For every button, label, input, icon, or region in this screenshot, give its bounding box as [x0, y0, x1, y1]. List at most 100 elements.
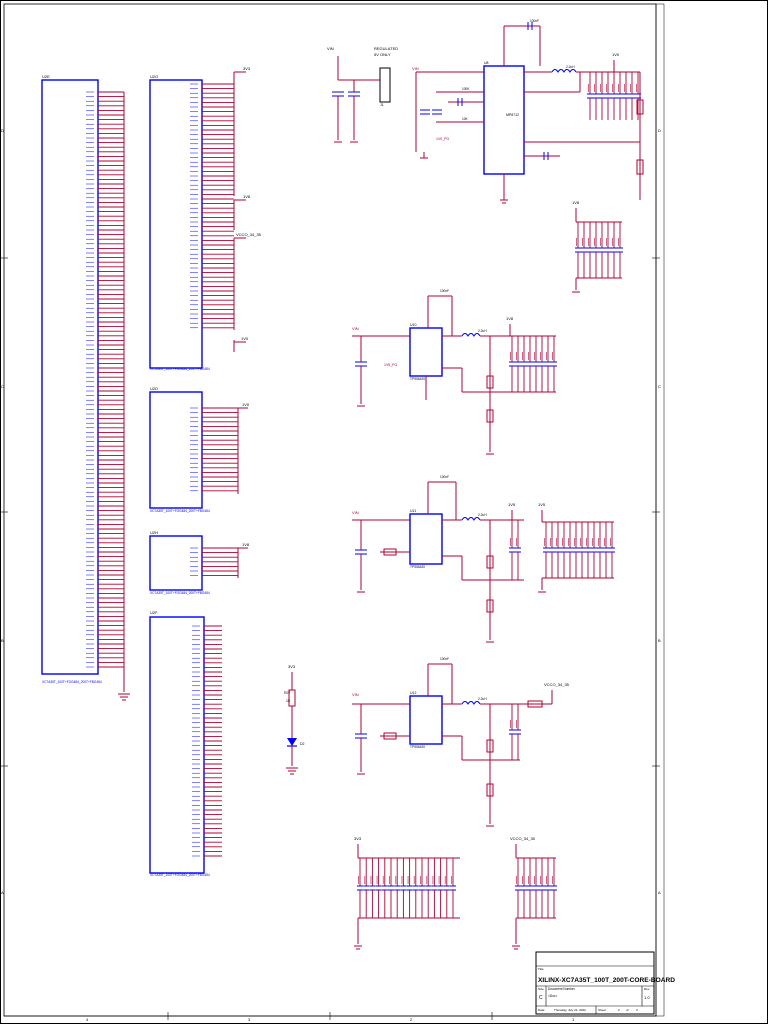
svg-text:B: B — [658, 638, 661, 643]
decoupling-capacitor — [443, 858, 450, 918]
decoupling-capacitor — [609, 522, 615, 578]
vcco-net-3v3: 3V3 — [243, 66, 251, 71]
decoupling-capacitor — [605, 222, 611, 278]
nc-bank-ref: U2F — [150, 610, 158, 615]
sheet-label: Sheet — [598, 1008, 606, 1012]
output-capacitor — [587, 72, 593, 120]
decoupling-bank-3v3: 3V3 — [354, 836, 460, 950]
regulator-2-circuit: VIN U11 TPS56420 100nF 2.2uH 1V5 — [352, 475, 524, 643]
decoupling-capacitor — [593, 222, 599, 278]
reg2-in-net: VIN — [352, 510, 359, 515]
gnd-bank-ref: U2E — [42, 74, 50, 79]
fpga-vcco-bank: U2G 3V3 1V8 VCCO_34_35 1V0 XC7A35T_100T+… — [149, 66, 262, 371]
svg-text:A: A — [658, 890, 661, 895]
decoupling-capacitor — [575, 222, 581, 278]
vcco-net-1v8: 1V8 — [243, 194, 251, 199]
reg3-in-net: VIN — [352, 692, 359, 697]
of-label: of — [626, 1008, 629, 1012]
title-text: XILINX-XC7A35T_100T_200T-CORE-BOARD — [538, 977, 675, 984]
output-capacitor — [599, 72, 605, 120]
fpga-vccaux-bank: U2H 1V8 XC7A35T_100T+FGG484_200T+FBG484 — [149, 530, 250, 595]
decoupling-capacitor — [617, 222, 623, 278]
decoupling-capacitor — [406, 858, 413, 918]
decoupling-capacitor — [581, 222, 587, 278]
reg1-boot-cap: 100nF — [440, 289, 449, 293]
decoupling-capacitor — [527, 858, 533, 918]
decoupling-capacitor — [381, 858, 388, 918]
decoupling-capacitor — [533, 858, 539, 918]
size-label: Size — [538, 987, 544, 991]
decoupling-capacitor — [412, 858, 419, 918]
decoupling-capacitor — [394, 858, 401, 918]
reg3-out-net: VCCO_34_35 — [544, 682, 570, 687]
led-resistor-value: 1K — [286, 699, 291, 703]
reg2-out-net: 1V5 — [508, 502, 516, 507]
rev-label: Rev — [644, 987, 650, 991]
decoupling-capacitor — [579, 522, 585, 578]
decoupling-capacitor — [597, 522, 603, 578]
reg-main-pg: 1V0_PG — [436, 137, 450, 141]
date-label: Date: — [538, 1008, 545, 1012]
decoupling-capacitor — [587, 222, 593, 278]
reg-main-res-fb: 10K — [462, 117, 469, 121]
decoupling-capacitor — [419, 858, 425, 918]
connector-ref: J1 — [380, 103, 384, 107]
reg1-part: TPS56420 — [410, 377, 425, 381]
reg2-ref: U11 — [410, 509, 416, 513]
doc-number-value: <Doc> — [548, 994, 558, 998]
decoupling-capacitor — [603, 522, 609, 578]
vccbram-net: 1V0 — [241, 336, 249, 341]
output-capacitor — [521, 336, 527, 392]
decap-1v8-net: 1V8 — [572, 200, 580, 205]
svg-text:A: A — [1, 890, 4, 895]
output-capacitor — [593, 72, 599, 120]
decoupling-capacitor — [539, 858, 545, 918]
output-capacitor — [515, 704, 521, 760]
reg3-ref: U12 — [410, 691, 416, 695]
sheet-value: 2 — [618, 1008, 620, 1012]
reg-main-inductor: 2.2uH — [566, 65, 575, 69]
reg1-out-net: 1V8 — [506, 316, 514, 321]
decoupling-capacitor — [567, 522, 573, 578]
decoupling-capacitor — [549, 522, 555, 578]
reg2-boot-cap: 100nF — [440, 475, 449, 479]
svg-text:1: 1 — [572, 1017, 575, 1022]
decoupling-capacitor — [515, 858, 521, 918]
reg-main-boot-cap: 100nF — [530, 19, 539, 23]
decoupling-capacitor — [543, 522, 549, 578]
regulated-note-2: 5V ONLY — [374, 52, 391, 57]
power-led-circuit: 3V3 R27 1K D2 — [284, 664, 305, 775]
nc-bank-footer: XC7A35T_100T+FGG484_200T+FBG484 — [150, 873, 210, 877]
output-capacitor — [545, 336, 551, 392]
decoupling-capacitor — [375, 858, 382, 918]
output-capacitor — [509, 520, 515, 580]
fpga-gnd-bank: U2E XC7A35T_100T+FGG484_200T+FBG484 — [41, 74, 130, 701]
vccint-bank-ref: U2D — [150, 386, 158, 391]
reg-main-out-net: 1V0 — [612, 52, 620, 57]
output-capacitor — [617, 72, 623, 120]
svg-text:C: C — [658, 384, 661, 389]
output-capacitor — [605, 72, 611, 120]
decoupling-capacitor — [585, 522, 591, 578]
reg2-part: TPS56420 — [410, 565, 425, 569]
vccaux-bank-ref: U2H — [150, 530, 158, 535]
decoupling-capacitor — [437, 858, 444, 918]
decoupling-capacitor — [450, 858, 456, 918]
of-value: 3 — [636, 1008, 638, 1012]
decoupling-capacitor — [591, 522, 597, 578]
svg-text:D: D — [1, 128, 4, 133]
title-block: Title XILINX-XC7A35T_100T_200T-CORE-BOAR… — [535, 951, 675, 1015]
vcco-bank-ref: U2G — [150, 74, 158, 79]
decoupling-capacitor — [555, 522, 561, 578]
reg3-inductor: 2.2uH — [478, 697, 487, 701]
output-capacitor — [629, 72, 635, 120]
decoupling-capacitor — [521, 858, 527, 918]
decoupling-capacitor — [431, 858, 438, 918]
output-capacitor — [509, 336, 515, 392]
vccaux-net: 1V8 — [242, 542, 250, 547]
decoupling-capacitor — [388, 858, 394, 918]
size-value: C — [539, 995, 543, 1001]
reg1-inductor: 2.2uH — [478, 329, 487, 333]
